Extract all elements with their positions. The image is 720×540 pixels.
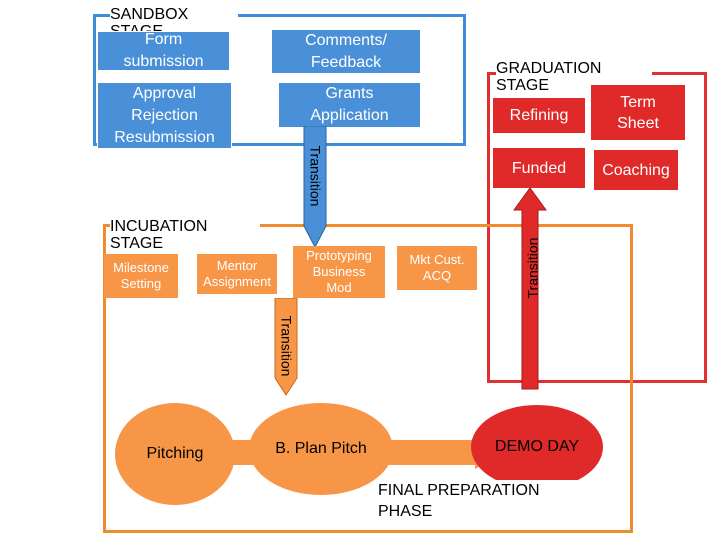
mentor-assignment-box: Mentor Assignment	[197, 254, 277, 294]
form-submission-box: Form submission	[97, 31, 230, 71]
demo-day-oval-shape	[471, 405, 603, 489]
final-phase-label: FINAL PREPARATION PHASE	[378, 480, 586, 522]
comments-feedback-box: Comments/ Feedback	[271, 29, 421, 74]
incubation-transition-label: Transition	[278, 315, 295, 377]
pitching-label: Pitching	[146, 445, 204, 462]
pitching-oval-shape	[115, 403, 235, 505]
bplan-oval-shape	[249, 403, 393, 495]
term-sheet-box: Term Sheet	[591, 85, 685, 140]
incubation-stage-label: INCUBATION STAGE	[110, 218, 260, 252]
bplan-label: B. Plan Pitch	[275, 440, 367, 457]
grants-application-box: Grants Application	[278, 82, 421, 128]
coaching-box: Coaching	[594, 150, 678, 190]
prototyping-business-box: Prototyping Business Mod	[293, 246, 385, 298]
refining-box: Refining	[493, 98, 585, 133]
graduation-transition-label: Transition	[524, 237, 541, 299]
incubation-frame	[103, 224, 633, 533]
sandbox-frame	[93, 14, 466, 146]
incubation-transition-arrow	[274, 298, 298, 396]
milestone-setting-box: Milestone Setting	[104, 254, 178, 298]
sandbox-transition-arrow	[303, 126, 327, 248]
demo-day-label: DEMO DAY	[494, 438, 580, 455]
funded-box: Funded	[493, 148, 585, 188]
mkt-cust-acq-box: Mkt Cust. ACQ	[397, 246, 477, 290]
approval-rejection-box: Approval Rejection Resubmission	[97, 82, 232, 149]
graduation-transition-arrow	[513, 188, 547, 390]
sandbox-transition-label: Transition	[307, 145, 324, 207]
